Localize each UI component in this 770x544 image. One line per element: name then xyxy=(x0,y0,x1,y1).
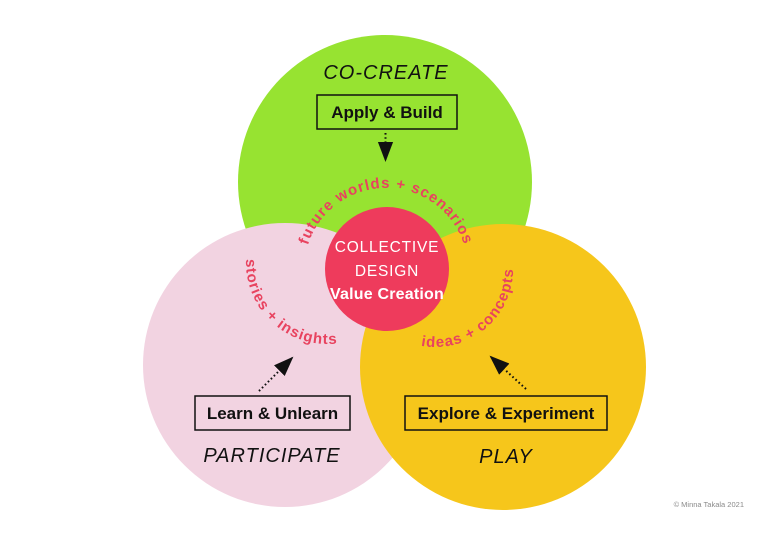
center-line-design: DESIGN xyxy=(355,263,419,280)
center-line-value-creation: Value Creation xyxy=(330,286,444,303)
explore-experiment-label: Explore & Experiment xyxy=(418,404,595,423)
apply-build-box xyxy=(316,94,458,130)
center-line-collective: COLLECTIVE xyxy=(335,239,439,256)
dotted-arrow-participate-to-center-icon xyxy=(258,356,294,392)
learn-unlearn-box xyxy=(194,395,351,431)
participate-label: PARTICIPATE xyxy=(203,445,340,467)
explore-experiment-box xyxy=(404,395,608,431)
copyright-text: © Minna Takala 2021 xyxy=(674,500,744,509)
play-label: PLAY xyxy=(479,446,533,468)
learn-unlearn-label: Learn & Unlearn xyxy=(207,404,338,423)
center-circle xyxy=(325,207,449,331)
cocreate-label: CO-CREATE xyxy=(323,62,448,84)
apply-build-label: Apply & Build xyxy=(331,103,442,122)
